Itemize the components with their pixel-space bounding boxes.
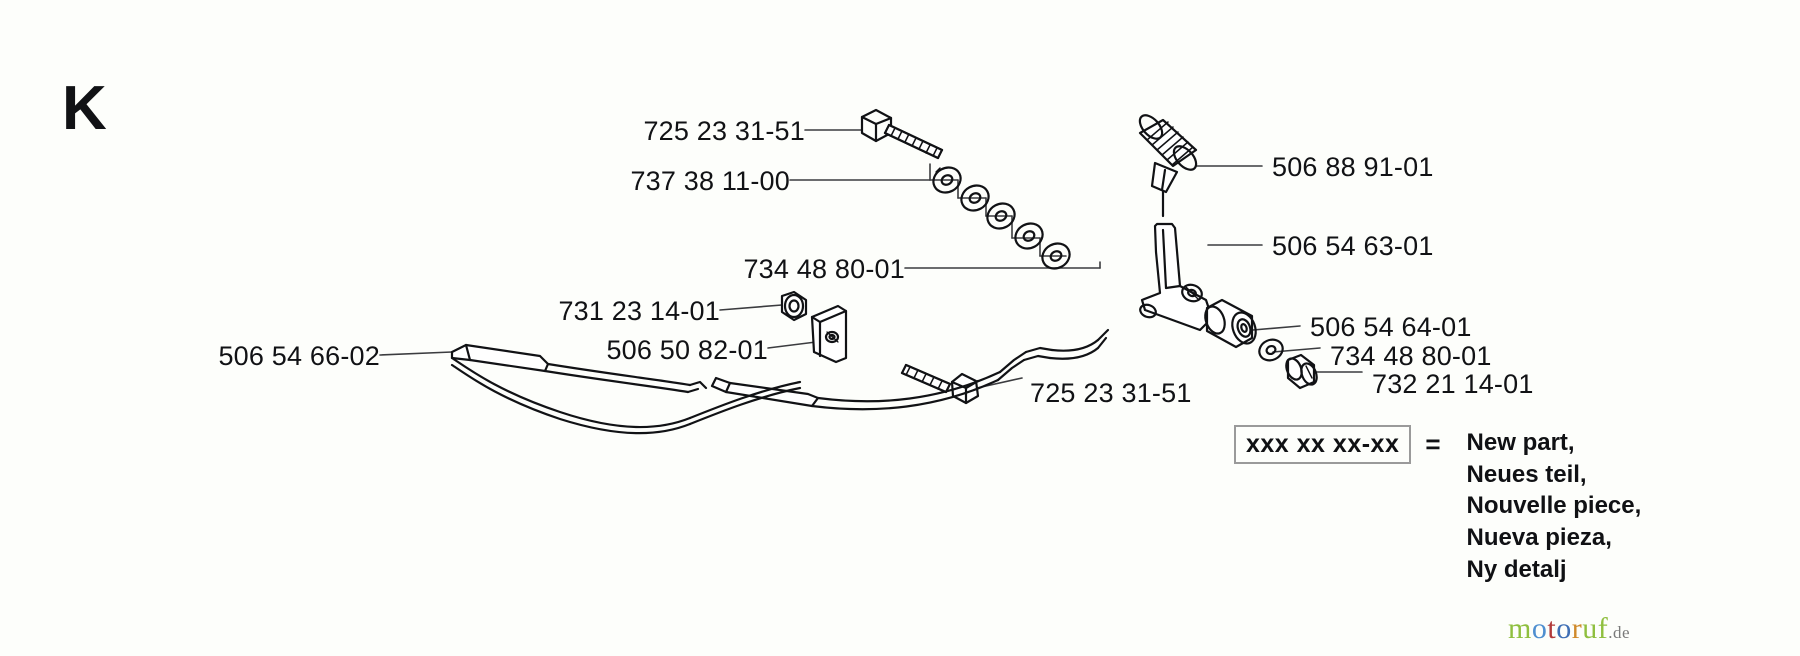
label-bracket-small: 506 50 82-01 [606, 335, 768, 365]
washer-2 [960, 184, 990, 212]
washer-1 [932, 166, 962, 194]
label-screw-bottom: 725 23 31-51 [1030, 378, 1192, 408]
part-cable-lower [450, 356, 802, 435]
legend-terms: New part, Neues teil, Nouvelle piece, Nu… [1467, 427, 1642, 585]
legend-term-fr: Nouvelle piece, [1466, 492, 1642, 520]
part-bracket-small [810, 304, 848, 364]
label-bushing: 506 54 64-01 [1310, 312, 1472, 342]
section-letter: K [62, 74, 107, 143]
watermark-char-3: t [1547, 612, 1557, 645]
washer-5 [1041, 242, 1071, 270]
label-nut-right: 732 21 14-01 [1372, 369, 1534, 399]
label-screw-top: 725 23 31-51 [643, 116, 805, 146]
leader-nut-left [719, 304, 783, 311]
part-nut-left [780, 290, 808, 322]
label-washer-right: 734 48 80-01 [1330, 341, 1492, 371]
legend-equals: = [1425, 429, 1441, 459]
part-cable [450, 328, 1110, 411]
label-washer-lower: 734 48 80-01 [743, 254, 905, 284]
leader-washer-right [1272, 347, 1321, 353]
label-lever-arm: 506 54 63-01 [1272, 231, 1434, 261]
label-nut-left: 731 23 14-01 [558, 296, 720, 326]
part-bushing [1204, 298, 1257, 349]
watermark-char-1: m [1508, 612, 1532, 645]
legend-term-en: New part, [1466, 429, 1575, 456]
new-part-legend: xxx xx xx-xx = New part, Neues teil, Nou… [1234, 425, 1641, 585]
leader-bushing [1252, 325, 1301, 331]
watermark-char-4: o [1556, 612, 1572, 645]
watermark-char-6: uf [1582, 612, 1609, 645]
part-lever-arm [1139, 222, 1214, 332]
label-grip: 506 88 91-01 [1272, 152, 1434, 182]
legend-term-sv: Ny detalj [1466, 555, 1567, 583]
watermark-char-5: r [1571, 612, 1583, 645]
watermark-suffix: .de [1608, 623, 1630, 642]
label-cable: 506 54 66-02 [218, 341, 380, 371]
part-screw-top [860, 108, 944, 160]
site-watermark: motoruf.de [1508, 612, 1630, 646]
part-nut-right [1285, 353, 1318, 390]
legend-code: xxx xx xx-xx [1234, 425, 1412, 465]
watermark-char-2: o [1531, 612, 1548, 645]
leader-cable [379, 351, 453, 356]
washer-4 [1014, 222, 1044, 250]
label-washer-set: 737 38 11-00 [630, 166, 790, 196]
part-washer-right [1258, 338, 1284, 362]
legend-term-de: Neues teil, [1466, 460, 1587, 488]
washer-3 [986, 202, 1016, 230]
legend-term-es: Nueva pieza, [1466, 524, 1612, 552]
part-grip [1138, 114, 1198, 218]
part-washer-stack [932, 166, 1071, 270]
